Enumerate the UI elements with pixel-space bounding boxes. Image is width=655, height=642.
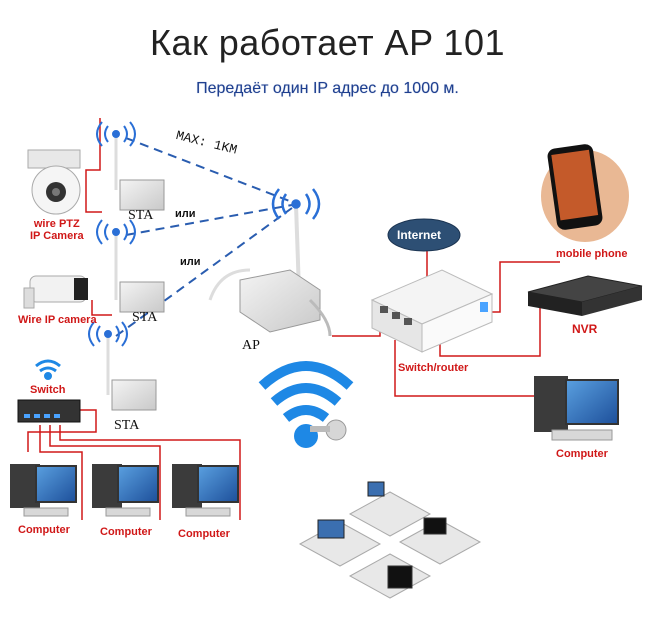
sta-label-2: STA bbox=[132, 310, 158, 325]
computer-label-3: Computer bbox=[178, 528, 230, 540]
ap-unit bbox=[208, 188, 332, 337]
mobile-phone-icon bbox=[541, 144, 629, 242]
connected-devices-icon bbox=[298, 481, 482, 599]
switch-device-icon bbox=[17, 359, 81, 423]
sta-unit-1 bbox=[96, 121, 165, 211]
computer-icon-right bbox=[534, 376, 619, 441]
link-ptz-sta bbox=[85, 118, 102, 213]
computer-icon-1 bbox=[10, 464, 77, 517]
wifi-waves-icon bbox=[88, 321, 128, 347]
wifi-waves-icon bbox=[271, 188, 321, 220]
wifi-icon bbox=[35, 359, 61, 380]
link-c1-frame bbox=[39, 425, 83, 520]
computer-label-1: Computer bbox=[18, 524, 70, 536]
mobile-phone-label: mobile phone bbox=[556, 248, 628, 260]
sta-unit-3 bbox=[88, 321, 157, 411]
computer-icon-2 bbox=[92, 464, 159, 517]
wifi-waves-icon bbox=[96, 121, 136, 147]
link-switch-phone bbox=[490, 261, 560, 313]
switch-router-icon bbox=[370, 269, 494, 353]
wifi-key-icon bbox=[258, 361, 354, 448]
ptz-camera-icon bbox=[27, 149, 81, 215]
link-switch-c1 bbox=[27, 409, 97, 452]
or-label-2: или bbox=[180, 256, 201, 268]
nvr-device-icon bbox=[527, 275, 643, 316]
wifi-waves-icon bbox=[96, 219, 136, 245]
sta-label-3: STA bbox=[114, 418, 140, 433]
switch-label: Switch bbox=[30, 384, 66, 396]
ptz-camera-label: wire PTZ IP Camera bbox=[30, 218, 84, 242]
link-ipcam-sta bbox=[91, 300, 112, 316]
page-subtitle: Передаёт один IP адрес до 1000 м. bbox=[196, 80, 459, 97]
computer-label-2: Computer bbox=[100, 526, 152, 538]
computer-label-right: Computer bbox=[556, 448, 608, 460]
ip-camera-label: Wire IP camera bbox=[18, 314, 97, 326]
ap-label: AP bbox=[242, 338, 260, 353]
sta-label-1: STA bbox=[128, 208, 154, 223]
page-title: Как работает AP 101 bbox=[150, 22, 505, 63]
wireless-links bbox=[115, 137, 293, 337]
link-sta2-ap bbox=[125, 204, 293, 236]
sta-unit-2 bbox=[96, 219, 165, 313]
internet-cloud-icon bbox=[387, 218, 461, 252]
link-c3-frame bbox=[59, 425, 241, 520]
link-c2-frame bbox=[49, 425, 161, 520]
switch-router-label: Switch/router bbox=[398, 362, 469, 374]
internet-label: Internet bbox=[397, 228, 442, 242]
link-sta3-ap bbox=[115, 207, 293, 337]
link-switch-computer bbox=[394, 340, 540, 397]
computer-icon-3 bbox=[172, 464, 239, 517]
or-label-1: или bbox=[175, 208, 196, 220]
nvr-label: NVR bbox=[572, 322, 598, 336]
ip-camera-icon bbox=[23, 275, 88, 309]
